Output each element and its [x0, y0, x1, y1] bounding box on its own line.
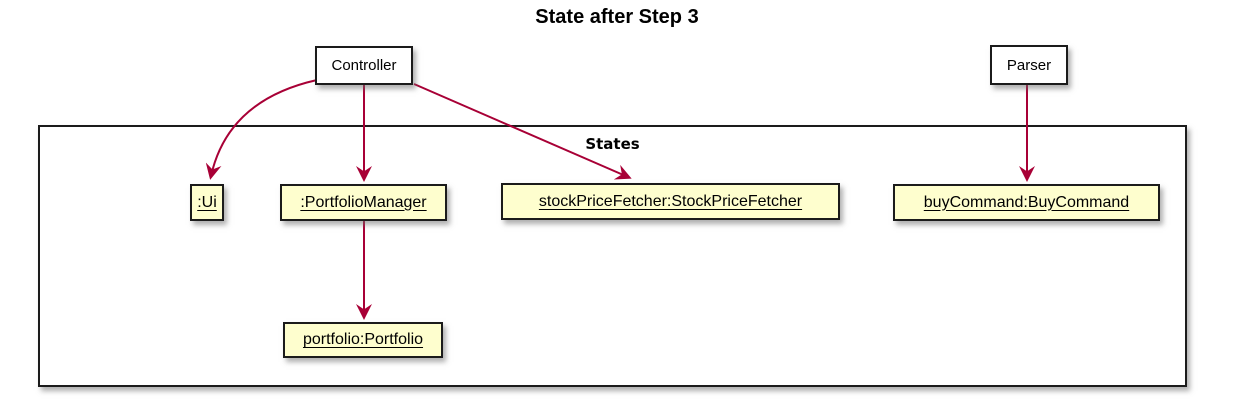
node-buy-command-label: buyCommand:BuyCommand	[923, 193, 1130, 211]
diagram-title: State after Step 3	[535, 6, 699, 28]
node-stock-price-fetcher-label: stockPriceFetcher:StockPriceFetcher	[538, 192, 803, 210]
node-parser: Parser	[990, 45, 1068, 85]
states-frame: States	[38, 125, 1187, 387]
node-ui: :Ui	[190, 184, 224, 221]
node-portfolio-label: portfolio:Portfolio	[302, 331, 424, 348]
node-stock-price-fetcher: stockPriceFetcher:StockPriceFetcher	[501, 183, 840, 220]
node-portfolio-manager-label: :PortfolioManager	[300, 193, 427, 211]
node-controller: Controller	[315, 46, 413, 85]
node-portfolio-manager: :PortfolioManager	[280, 184, 447, 221]
node-controller-label: Controller	[331, 57, 397, 74]
states-frame-label: States	[585, 135, 640, 153]
node-ui-label: :Ui	[197, 193, 217, 211]
node-parser-label: Parser	[1006, 56, 1052, 74]
node-buy-command: buyCommand:BuyCommand	[893, 184, 1160, 221]
node-portfolio: portfolio:Portfolio	[283, 322, 443, 358]
